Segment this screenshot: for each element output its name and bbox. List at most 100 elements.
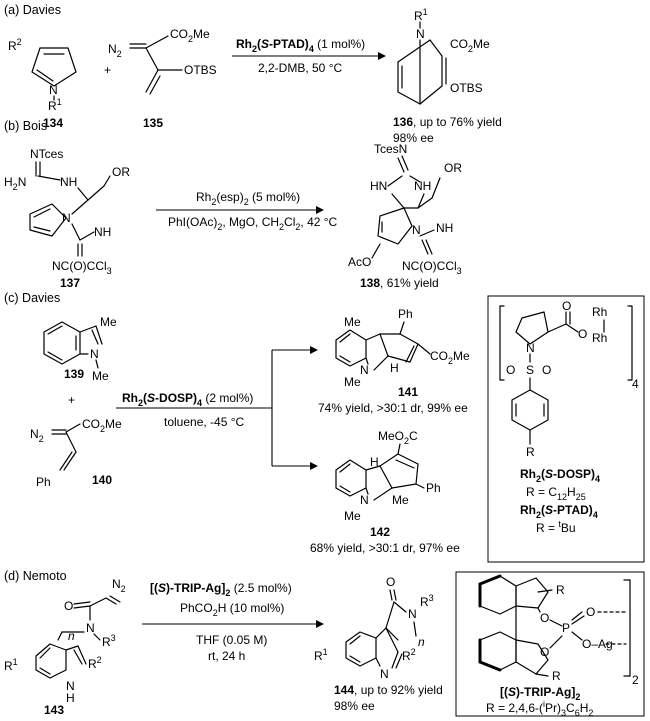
section-b-label: (b) Bois	[4, 119, 47, 133]
svg-text:Ph: Ph	[426, 481, 441, 495]
svg-text:NH: NH	[94, 225, 111, 239]
compound-144-ee: 98% ee	[334, 699, 375, 713]
conditions-d-time: rt, 24 h	[208, 649, 245, 663]
plus-sign-c: +	[68, 393, 75, 407]
svg-text:n: n	[68, 629, 75, 643]
plus-sign: +	[104, 63, 111, 77]
svg-text:R: R	[552, 669, 561, 683]
conditions-c-solvent: toluene, -45 °C	[164, 415, 245, 429]
svg-text:N2: N2	[112, 577, 126, 594]
conditions-b-catalyst: Rh2(esp)2 (5 mol%)	[196, 190, 300, 207]
svg-text:CO2Me: CO2Me	[450, 37, 490, 54]
catalyst-box-ag	[455, 571, 645, 717]
compound-144-structure: O N R3 n R2 R1 N	[314, 575, 434, 681]
svg-text:n: n	[418, 635, 425, 649]
svg-text:Me: Me	[392, 493, 409, 507]
svg-text:O: O	[562, 299, 571, 313]
rh-catalyst-structure: N O O Rh Rh 4 S O O R	[499, 299, 639, 459]
compound-142-structure: MeO2C H N Me Ph Me	[335, 429, 441, 523]
compound-137-label: 137	[60, 276, 80, 290]
compound-141-result: 74% yield, >30:1 dr, 99% ee	[318, 401, 468, 415]
svg-text:R1: R1	[414, 7, 428, 23]
svg-text:N: N	[408, 607, 417, 621]
svg-text:OR: OR	[112, 165, 130, 179]
svg-text:O: O	[540, 645, 549, 659]
svg-text:CO2Me: CO2Me	[82, 417, 122, 434]
svg-text:OTBS: OTBS	[184, 63, 217, 77]
conditions-a-catalyst: Rh2(S-PTAD)4 (1 mol%)	[236, 37, 365, 54]
compound-139-structure: Me N Me 139	[43, 315, 117, 383]
compound-135-structure: N2 CO2Me OTBS 135	[108, 27, 217, 130]
svg-text:2: 2	[632, 673, 639, 687]
compound-135-label: 135	[143, 116, 163, 130]
compound-140-label: 140	[92, 473, 112, 487]
svg-text:O: O	[64, 599, 73, 613]
svg-text:Ph: Ph	[398, 307, 413, 321]
svg-text:N2: N2	[30, 427, 44, 444]
svg-text:N: N	[66, 679, 75, 693]
svg-text:N: N	[49, 83, 58, 97]
svg-text:H2N: H2N	[4, 175, 26, 192]
svg-text:Me: Me	[92, 369, 109, 383]
svg-text:NC(O)CCl3: NC(O)CCl3	[402, 259, 462, 276]
compound-144-result: 144, up to 92% yield	[334, 683, 443, 697]
svg-text:H: H	[390, 361, 399, 375]
rh-dosp-name: Rh2(S-DOSP)4	[520, 467, 600, 484]
svg-text:4: 4	[632, 377, 639, 391]
compound-138-structure: TcesN HN NH OR N NH NC(O)CCl3 AcO	[348, 142, 462, 276]
compound-141-label: 141	[398, 385, 418, 399]
svg-text:P: P	[562, 621, 570, 635]
svg-text:R3: R3	[420, 593, 434, 609]
svg-text:N: N	[360, 363, 369, 377]
conditions-d-catalyst: [(S)-TRIP-Ag]2 (2.5 mol%)	[150, 581, 292, 598]
section-d-label: (d) Nemoto	[4, 569, 67, 583]
svg-text:R2: R2	[88, 655, 102, 671]
svg-text:N: N	[90, 347, 99, 361]
svg-text:H: H	[66, 691, 75, 705]
compound-134-structure: R2 N R1 134	[8, 37, 77, 130]
svg-text:Ph: Ph	[36, 475, 51, 489]
svg-text:CO2Me: CO2Me	[430, 349, 470, 366]
conditions-d-acid: PhCO2H (10 mol%)	[180, 601, 284, 618]
compound-139-label: 139	[64, 367, 84, 381]
trip-ag-name: [(S)-TRIP-Ag]2	[500, 685, 580, 702]
svg-text:R1: R1	[314, 647, 328, 663]
compound-141-structure: Ph Me N H Me CO2Me	[335, 307, 470, 389]
svg-text:TcesN: TcesN	[374, 142, 407, 156]
svg-text:Me: Me	[344, 375, 361, 389]
svg-text:NH: NH	[60, 175, 77, 189]
svg-text:N: N	[412, 223, 421, 237]
catalyst-box-rh	[487, 295, 645, 563]
svg-text:R: R	[556, 583, 565, 597]
svg-text:R: R	[526, 445, 535, 459]
svg-text:O: O	[578, 327, 587, 341]
compound-136-structure: N R1 CO2Me OTBS	[397, 7, 490, 105]
compound-140-structure: N2 CO2Me Ph 140	[30, 417, 122, 489]
svg-text:N: N	[526, 341, 535, 355]
svg-text:O: O	[542, 363, 551, 377]
rh-ptad-name: Rh2(S-PTAD)4	[520, 503, 598, 520]
rh-dosp-r-group: R = C12H25	[526, 485, 586, 502]
svg-text:NH: NH	[436, 221, 453, 235]
svg-text:NTces: NTces	[30, 147, 63, 161]
svg-text:H: H	[370, 455, 379, 469]
compound-142-result: 68% yield, >30:1 dr, 97% ee	[310, 541, 460, 555]
svg-text:O: O	[506, 363, 515, 377]
svg-text:N2: N2	[108, 42, 122, 59]
compound-143-structure: N2 O N R3 n R2 R1 N H 143	[4, 577, 126, 717]
svg-text:Me: Me	[344, 509, 361, 523]
svg-text:R2: R2	[8, 37, 22, 53]
svg-text:OR: OR	[444, 161, 462, 175]
svg-text:O: O	[540, 611, 549, 625]
svg-text:AcO: AcO	[348, 255, 371, 269]
conditions-b-reagents: PhI(OAc)2, MgO, CH2Cl2, 42 °C	[168, 215, 338, 232]
compound-143-label: 143	[44, 703, 64, 717]
svg-text:R1: R1	[48, 97, 62, 113]
svg-text:O: O	[586, 605, 595, 619]
svg-text:Rh: Rh	[592, 305, 607, 319]
svg-text:N: N	[416, 27, 425, 41]
svg-text:N: N	[360, 493, 369, 507]
svg-text:HN: HN	[370, 179, 387, 193]
rh-ptad-r-group: R = tBu	[536, 519, 576, 535]
